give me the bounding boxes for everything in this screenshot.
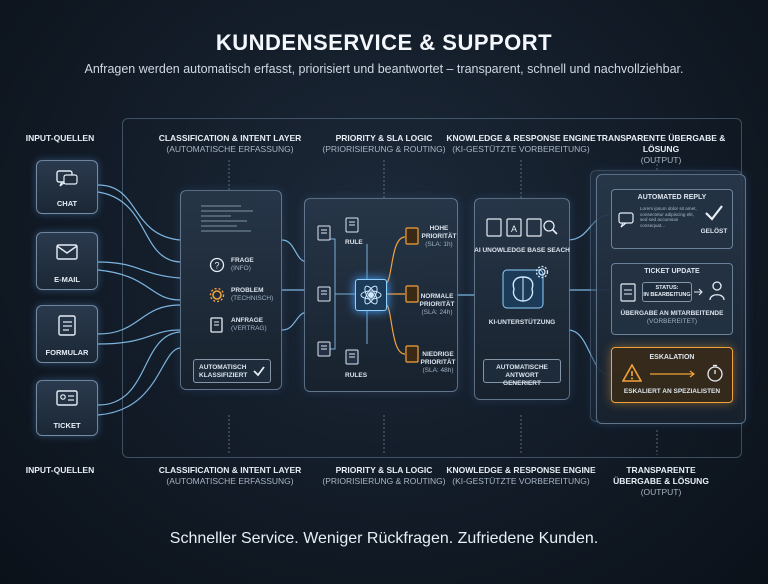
class-item-frage: FRAGE(INFO) xyxy=(231,257,254,272)
routing-processor xyxy=(355,279,387,311)
form-icon xyxy=(58,315,76,336)
knowledge-status: AUTOMATISCHE ANTWORT GENERIERT xyxy=(483,359,561,387)
check-icon xyxy=(705,205,723,221)
arrow-right-icon xyxy=(650,370,695,378)
class-item-problem: PROBLEM(TECHNISCH) xyxy=(231,287,274,302)
rule-doc-icon xyxy=(317,225,331,241)
priority-header-top: PRIORITY & SLA LOGIC (PRIORISIERUNG & RO… xyxy=(322,133,446,154)
rule-doc-icon xyxy=(317,341,331,357)
priority-header-bottom: PRIORITY & SLA LOGIC (PRIORISIERUNG & RO… xyxy=(322,465,446,486)
document-edit-icon xyxy=(210,317,223,333)
classification-status: AUTOMATISCH KLASSIFIZIERT xyxy=(193,359,271,383)
knowledge-header-top: KNOWLEDGE & RESPONSE ENGINE (KI-GESTÜTZT… xyxy=(446,133,596,154)
ticket-status-label: STATUS: xyxy=(655,285,679,291)
knowledge-panel: A AI UNOWLEDGE BASE SEACH KI-UNTERSTÜTZU… xyxy=(474,198,570,400)
classification-header-bottom: CLASSIFICATION & INTENT LAYER (AUTOMATIS… xyxy=(158,465,302,486)
arrow-right-icon xyxy=(694,288,703,296)
code-lines-icon xyxy=(201,205,253,232)
classification-header-top: CLASSIFICATION & INTENT LAYER (AUTOMATIS… xyxy=(158,133,302,154)
footer-tagline: Schneller Service. Weniger Rückfragen. Z… xyxy=(169,530,599,547)
class-item-anfrage: ANFRAGE(VERTRAG) xyxy=(231,317,267,332)
knowledge-search-icons: A xyxy=(486,218,558,237)
priority-normal: NORMALE PRIORITÄT(SLA: 24h) xyxy=(419,293,455,316)
low-priority-doc-icon xyxy=(405,345,419,363)
knowledge-search-label: AI UNOWLEDGE BASE SEACH xyxy=(474,247,570,254)
automated-reply-card: AUTOMATED REPLY Lorem ipsum dolor sit am… xyxy=(611,189,733,249)
check-icon xyxy=(253,366,265,377)
rule-doc-icon xyxy=(345,217,359,233)
output-panel: AUTOMATED REPLY Lorem ipsum dolor sit am… xyxy=(596,174,746,424)
rules-label: RULES xyxy=(345,372,368,379)
source-email: E-MAIL xyxy=(36,232,98,290)
output-header-top: TRANSPARENTE ÜBERGABE & LÖSUNG (OUTPUT) xyxy=(596,133,726,165)
atom-icon xyxy=(360,285,382,305)
gear-icon xyxy=(209,287,225,303)
priority-high: HOHE PRIORITÄT(SLA: 1h) xyxy=(421,225,457,248)
question-icon: ? xyxy=(209,257,225,273)
clipboard-icon xyxy=(620,283,636,302)
email-icon xyxy=(56,244,78,260)
classification-panel: ? FRAGE(INFO) PROBLEM(TECHNISCH) ANFRAGE… xyxy=(180,190,282,390)
rule-label: RULE xyxy=(345,239,363,246)
automated-reply-title: AUTOMATED REPLY xyxy=(637,194,707,201)
person-icon xyxy=(709,281,725,301)
knowledge-header-bottom: KNOWLEDGE & RESPONSE ENGINE (KI-GESTÜTZT… xyxy=(446,465,596,486)
rule-doc-icon xyxy=(345,349,359,365)
svg-text:A: A xyxy=(511,224,517,234)
input-header-bottom: INPUT-QUELLEN xyxy=(25,465,95,475)
chat-icon xyxy=(56,170,78,187)
priority-panel: RULE RULES HOHE PRIORITÄT(SLA: 1h) NORMA… xyxy=(304,198,458,392)
escalation-text: ESKALIERT AN SPEZIALISTEN xyxy=(623,388,721,395)
gear-icon xyxy=(535,265,549,279)
timer-icon xyxy=(707,364,723,382)
ai-brain-icon xyxy=(502,269,544,309)
chat-icon xyxy=(618,212,634,228)
output-header-bottom: TRANSPARENTE ÜBERGABE & LÖSUNG (OUTPUT) xyxy=(613,465,709,497)
ticket-update-title: TICKET UPDATE xyxy=(644,268,700,275)
page-subtitle: Anfragen werden automatisch erfasst, pri… xyxy=(84,62,684,76)
escalation-title: ESKALATION xyxy=(649,354,695,361)
source-formular: FORMULAR xyxy=(36,305,98,363)
ticket-update-card: TICKET UPDATE STATUS: IN BEARBEITUNG ÜBE… xyxy=(611,263,733,335)
page-title: KUNDENSERVICE & SUPPORT xyxy=(215,30,553,55)
input-header-top: INPUT-QUELLEN xyxy=(25,133,95,143)
automated-reply-text: Lorem ipsum dolor sit amet, consectetur … xyxy=(640,206,697,228)
high-priority-doc-icon xyxy=(405,227,419,245)
ticket-icon xyxy=(56,390,78,406)
ticket-status-value: IN BEARBEITUNG xyxy=(643,292,691,298)
escalation-card: ESKALATION ESKALIERT AN SPEZIALISTEN xyxy=(611,347,733,403)
normal-priority-doc-icon xyxy=(405,285,419,303)
rule-doc-icon xyxy=(317,286,331,302)
reply-status: GELÖST xyxy=(700,228,728,235)
ai-support-label: KI-UNTERSTÜTZUNG xyxy=(488,319,556,326)
svg-text:?: ? xyxy=(214,261,219,271)
ticket-status-badge: STATUS: IN BEARBEITUNG xyxy=(642,282,692,302)
ticket-handover: ÜBERGABE AN MITARBEITENDE(VORBEREITET) xyxy=(620,310,724,325)
warning-icon xyxy=(622,364,642,382)
source-chat: CHAT xyxy=(36,160,98,214)
priority-low: NIEDRIGE PRIORITÄT(SLA: 48h) xyxy=(420,351,456,374)
source-ticket: TICKET xyxy=(36,380,98,436)
